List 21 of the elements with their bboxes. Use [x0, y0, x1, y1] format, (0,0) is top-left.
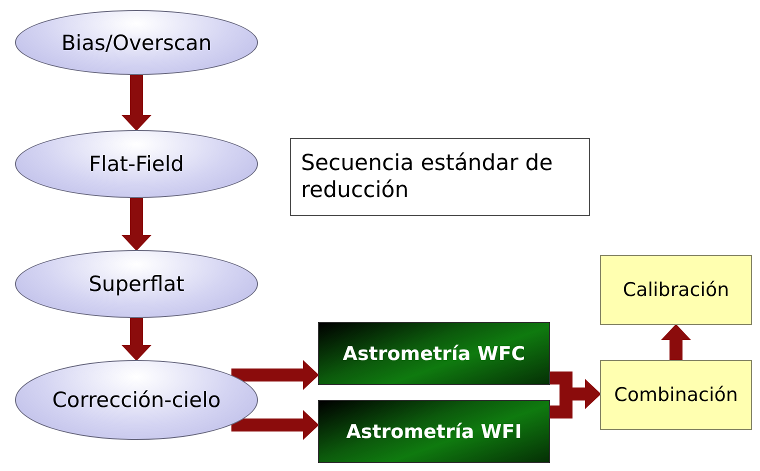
- node-label: Secuencia estándar de reducción: [301, 150, 554, 204]
- process-box: [318, 322, 550, 385]
- block-arrow: [231, 410, 319, 440]
- block-arrow: [122, 75, 152, 131]
- node-label: Corrección-cielo: [52, 388, 221, 412]
- block-arrow: [122, 198, 152, 251]
- node-label: Calibración: [622, 279, 730, 301]
- node-label: Superflat: [88, 272, 184, 296]
- node-label: Astrometría WFI: [346, 420, 522, 442]
- block-arrow: [661, 324, 691, 360]
- note-box: [290, 138, 590, 216]
- block-arrow: [231, 360, 319, 390]
- node-label: Astrometría WFC: [342, 342, 526, 364]
- process-box: [600, 360, 752, 430]
- process-box: [318, 400, 550, 463]
- block-arrow: [122, 318, 152, 361]
- node-label: Flat-Field: [88, 152, 184, 176]
- block-arrow: [550, 379, 601, 418]
- node-label: Combinación: [614, 384, 738, 406]
- node-label: Bias/Overscan: [61, 30, 212, 54]
- process-box: [600, 255, 752, 325]
